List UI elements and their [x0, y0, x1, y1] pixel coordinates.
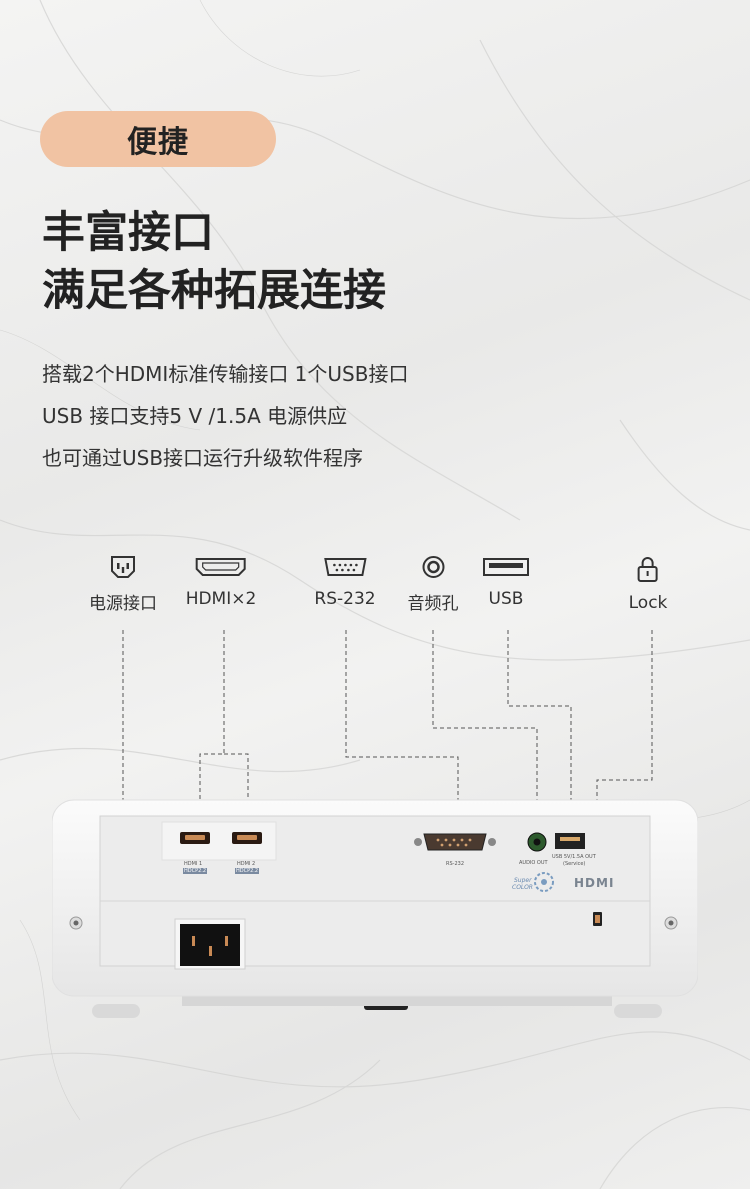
projector-body	[52, 799, 698, 1018]
serial-port-icon	[323, 558, 367, 576]
rs232-label: RS-232	[446, 861, 464, 867]
headline: 丰富接口 满足各种拓展连接	[42, 204, 386, 320]
port-rs232: RS-232	[314, 555, 376, 609]
hdmi-port-icon	[196, 558, 246, 576]
lock-icon	[637, 557, 658, 582]
projector-rear-view: HDMI 1 HDCP2.2 HDMI 2 HDCP2.2 RS-232 AUD…	[52, 796, 698, 1026]
usb-service-label: (Service)	[563, 861, 586, 867]
headline-line-2: 满足各种拓展连接	[42, 266, 386, 316]
hdmi-logo: HDMI	[574, 876, 615, 890]
port-usb: USB	[482, 555, 530, 609]
port-legend: 电源接口 HDMI×2 RS-232 音频孔	[0, 555, 750, 635]
port-label: 音频孔	[407, 594, 459, 614]
description-line-3: 也可通过USB接口运行升级软件程序	[42, 446, 364, 470]
description-line-1: 搭载2个HDMI标准传输接口 1个USB接口	[42, 362, 409, 386]
port-label: 电源接口	[89, 594, 157, 614]
badge-label: 便捷	[127, 125, 189, 160]
port-label: USB	[488, 589, 524, 609]
hdmi1-hdcp-label: HDCP2.2	[183, 868, 208, 874]
power-socket-icon	[111, 556, 135, 578]
hdmi2-label: HDMI 2	[237, 861, 256, 867]
port-lock: Lock	[628, 555, 668, 613]
supercolor-text-2: COLOR	[512, 884, 533, 891]
hdmi1-label: HDMI 1	[184, 861, 203, 867]
port-label: Lock	[628, 593, 668, 613]
audio-jack-icon	[422, 556, 444, 578]
port-label: RS-232	[314, 589, 376, 609]
usb-port-icon	[483, 558, 529, 576]
supercolor-text-1: Super	[514, 877, 532, 884]
port-power: 电源接口	[89, 555, 157, 614]
audio-out-label: AUDIO OUT	[519, 860, 548, 866]
usb-out-label: USB 5V/1.5A OUT	[552, 854, 596, 860]
port-audio: 音频孔	[408, 555, 459, 614]
port-label: HDMI×2	[185, 589, 257, 609]
port-hdmi: HDMI×2	[185, 555, 257, 609]
description-line-2: USB 接口支持5 V /1.5A 电源供应	[42, 404, 348, 428]
convenience-badge: 便捷	[40, 111, 276, 167]
hdmi2-hdcp-label: HDCP2.2	[235, 868, 260, 874]
headline-line-1: 丰富接口	[42, 208, 214, 258]
description: 搭载2个HDMI标准传输接口 1个USB接口 USB 接口支持5 V /1.5A…	[42, 353, 408, 479]
